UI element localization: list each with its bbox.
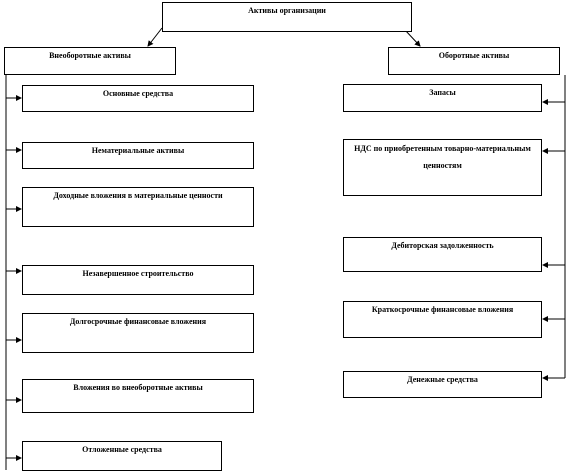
construction-in-progress-label: Незавершенное строительство: [82, 269, 194, 278]
receivables-box: Дебиторская задолженность: [343, 237, 542, 272]
construction-in-progress-box: Незавершенное строительство: [22, 265, 254, 295]
material-investments-label: Доходные вложения в материальные ценност…: [53, 191, 223, 200]
current-assets-label: Оборотные активы: [438, 51, 510, 60]
root-to-noncurrent-arrow: [147, 27, 163, 47]
current-assets-box: Оборотные активы: [388, 47, 560, 75]
long-term-investments-box: Долгосрочные финансовые вложения: [22, 313, 254, 353]
root-box: Активы организации: [162, 2, 412, 32]
fixed-assets-label: Основные средства: [102, 89, 174, 98]
material-investments-box: Доходные вложения в материальные ценност…: [22, 187, 254, 227]
inventories-box: Запасы: [343, 84, 542, 112]
fixed-assets-box: Основные средства: [22, 85, 254, 112]
short-term-investments-label: Краткосрочные финансовые вложения: [371, 305, 514, 314]
short-term-investments-box: Краткосрочные финансовые вложения: [343, 301, 542, 338]
noncurrent-investments-box: Вложения во внеоборотные активы: [22, 379, 254, 413]
intangible-assets-label: Нематериальные активы: [91, 146, 185, 155]
noncurrent-investments-label: Вложения во внеоборотные активы: [73, 383, 203, 392]
inventories-label: Запасы: [429, 88, 456, 97]
vat-box: НДС по приобретенным товарно-материальны…: [343, 139, 542, 196]
vat-label: НДС по приобретенным товарно-материальны…: [354, 144, 531, 170]
long-term-investments-label: Долгосрочные финансовые вложения: [69, 317, 207, 326]
noncurrent-assets-label: Внеоборотные активы: [49, 51, 131, 60]
deferred-funds-box: Отложенные средства: [22, 441, 222, 471]
root-to-current-arrow: [404, 29, 421, 47]
intangible-assets-box: Нематериальные активы: [22, 142, 254, 169]
deferred-funds-label: Отложенные средства: [82, 445, 162, 454]
cash-box: Денежные средства: [343, 371, 542, 398]
cash-label: Денежные средства: [407, 375, 478, 384]
root-label: Активы организации: [248, 6, 326, 15]
receivables-label: Дебиторская задолженность: [391, 241, 494, 250]
noncurrent-assets-box: Внеоборотные активы: [4, 47, 176, 75]
